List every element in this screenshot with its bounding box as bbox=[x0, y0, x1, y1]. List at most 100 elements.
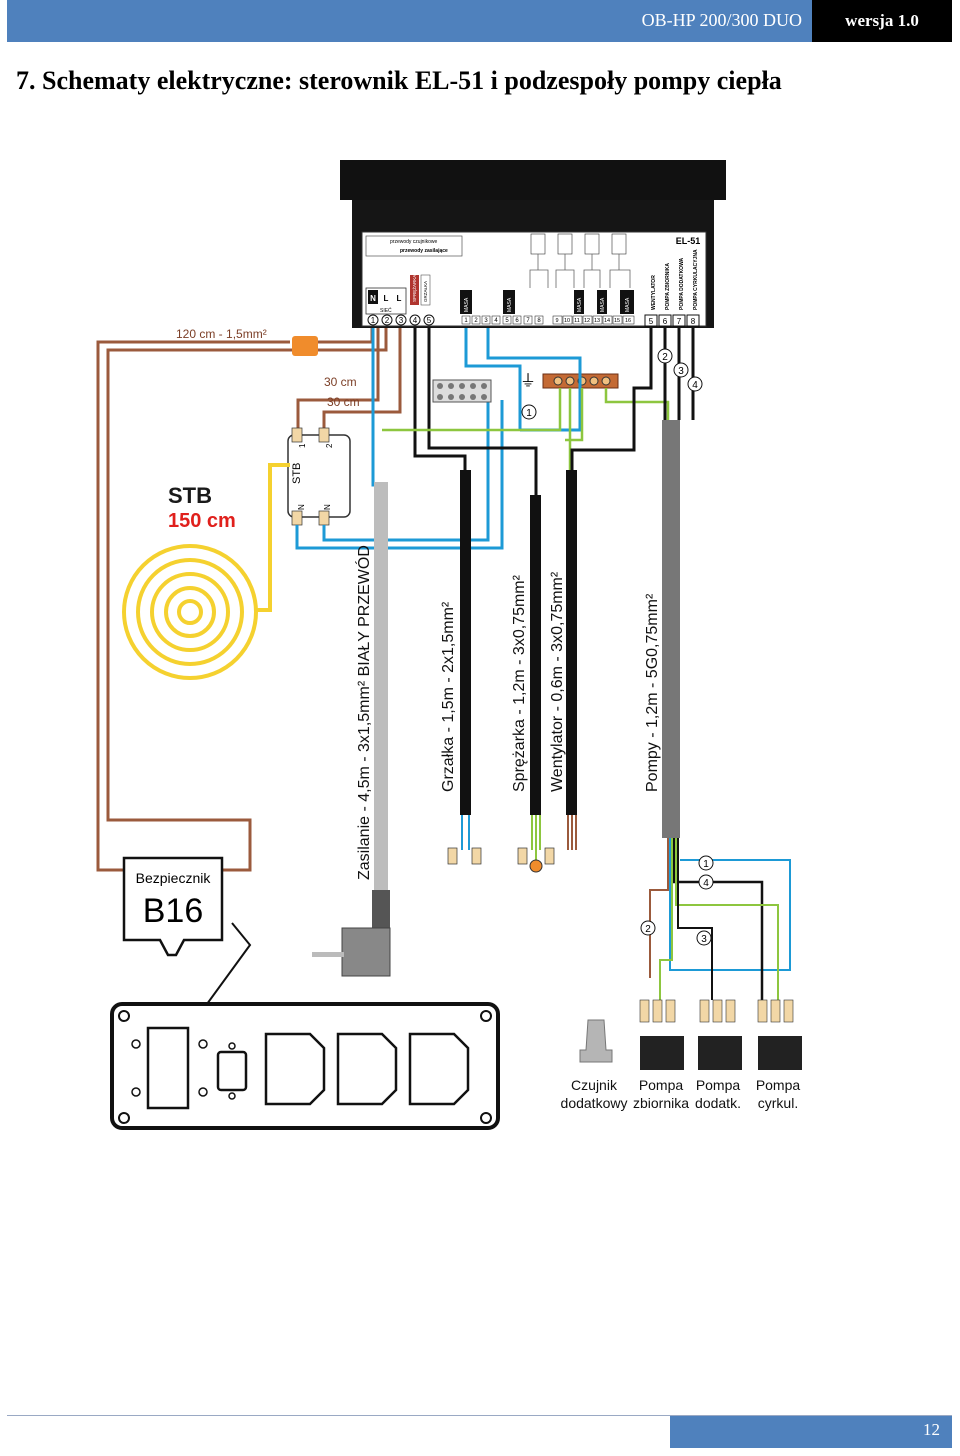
svg-text:6: 6 bbox=[515, 318, 519, 324]
pump-plug-cyrkul bbox=[758, 1036, 802, 1070]
terminals-sensor: 9 10 11 12 13 14 15 16 bbox=[552, 315, 635, 325]
bottom-labels: Czujnik dodatkowy Pompa zbiornika Pompa … bbox=[561, 1077, 801, 1111]
svg-text:1: 1 bbox=[703, 859, 709, 870]
mains-plug-neck bbox=[372, 890, 390, 930]
svg-text:10: 10 bbox=[564, 318, 570, 324]
footer-bar: 12 bbox=[670, 1416, 952, 1448]
svg-text:3: 3 bbox=[701, 934, 707, 945]
stb-sensor-spiral bbox=[122, 544, 258, 680]
cable-zasilanie bbox=[374, 482, 388, 892]
masa-label-2: MASA bbox=[507, 297, 513, 312]
svg-text:8: 8 bbox=[537, 318, 541, 324]
masa-label-1: MASA bbox=[464, 297, 470, 312]
svg-text:cyrkul.: cyrkul. bbox=[758, 1095, 798, 1111]
terminal-block bbox=[432, 379, 492, 403]
svg-text:Pompa: Pompa bbox=[696, 1077, 741, 1093]
mains-term-n: N bbox=[370, 294, 376, 303]
controller-model: EL-51 bbox=[676, 236, 701, 246]
mains-term-l1: L bbox=[384, 294, 389, 303]
svg-text:8: 8 bbox=[691, 317, 696, 326]
svg-text:N: N bbox=[323, 504, 332, 510]
pump-plug-dodatk bbox=[698, 1036, 742, 1070]
svg-text:4: 4 bbox=[703, 878, 709, 889]
svg-text:5: 5 bbox=[427, 316, 432, 325]
bottom-panel bbox=[110, 1002, 500, 1130]
cable-label-zasilanie: Zasilanie - 4,5m - 3x1,5mm² BIAŁY PRZEWÓ… bbox=[354, 545, 373, 880]
wire-30a-label: 30 cm bbox=[324, 375, 357, 389]
svg-text:3: 3 bbox=[399, 316, 404, 325]
svg-text:zbiornika: zbiornika bbox=[633, 1095, 689, 1111]
wire-120-label: 120 cm - 1,5mm² bbox=[176, 327, 267, 341]
label-pompa-zbiornika: POMPA ZBIORNIKA bbox=[665, 263, 671, 310]
pump-plug-zbiornika bbox=[640, 1036, 684, 1070]
masa-label-4: MASA bbox=[600, 297, 606, 312]
sprezarka-label: SPRĘŻARKA bbox=[411, 275, 417, 302]
masa-label-5: MASA bbox=[625, 297, 631, 312]
wiring-diagram: EL-51 przewody czujnikowe przewody zasil… bbox=[96, 160, 802, 1130]
svg-text:1: 1 bbox=[526, 408, 532, 419]
cable-label-sprezarka: Sprężarka - 1,2m - 3x0,75mm² bbox=[511, 574, 528, 792]
cable-pompy bbox=[662, 420, 680, 838]
terminals-left: 1 2 3 4 5 bbox=[367, 314, 435, 326]
wire-30b-label: 30 cm bbox=[327, 395, 360, 409]
legend-box bbox=[365, 235, 463, 257]
svg-text:13: 13 bbox=[594, 318, 600, 324]
legend-line1: przewody czujnikowe bbox=[390, 239, 437, 245]
stb-inner-label: STB bbox=[291, 463, 303, 484]
version-badge: wersja 1.0 bbox=[812, 0, 952, 42]
label-wentylator: WENTYLATOR bbox=[651, 275, 657, 310]
svg-text:7: 7 bbox=[526, 318, 530, 324]
svg-text:3: 3 bbox=[678, 366, 684, 377]
panel-fuse-slot bbox=[146, 1026, 190, 1110]
siec-block bbox=[365, 287, 407, 315]
svg-text:15: 15 bbox=[614, 318, 620, 324]
cable-label-pompy: Pompy - 1,2m - 5G0,75mm² bbox=[644, 593, 661, 792]
sensor-probe-icon bbox=[579, 1019, 613, 1063]
svg-text:Pompa: Pompa bbox=[756, 1077, 801, 1093]
svg-text:4: 4 bbox=[413, 316, 418, 325]
svg-text:4: 4 bbox=[692, 380, 698, 391]
svg-text:2: 2 bbox=[385, 316, 390, 325]
panel-socket-3 bbox=[408, 1032, 470, 1106]
svg-text:16: 16 bbox=[625, 318, 631, 324]
controller-top-cap bbox=[340, 160, 726, 200]
terminals-right: 5 6 7 8 bbox=[644, 314, 700, 327]
fuse-label: Bezpiecznik bbox=[136, 870, 212, 886]
svg-text:2: 2 bbox=[325, 443, 334, 448]
svg-text:2: 2 bbox=[662, 352, 668, 363]
cable-label-grzalka: Grzałka - 1,5m - 2x1,5mm² bbox=[440, 601, 457, 792]
svg-text:dodatk.: dodatk. bbox=[695, 1095, 741, 1111]
stb-length: 150 cm bbox=[168, 510, 236, 532]
svg-text:Czujnik: Czujnik bbox=[571, 1077, 618, 1093]
section-title: 7. Schematy elektryczne: sterownik EL-51… bbox=[16, 66, 782, 95]
cable-sprezarka bbox=[530, 495, 541, 815]
svg-text:4: 4 bbox=[494, 318, 498, 324]
siec-label: SIEĆ bbox=[380, 307, 392, 314]
cable-grzalka bbox=[460, 470, 471, 815]
svg-text:Pompa: Pompa bbox=[639, 1077, 684, 1093]
ground-symbol: ⏚ bbox=[520, 372, 536, 390]
connector-orange bbox=[292, 336, 318, 356]
callouts: 1 2 3 4 bbox=[521, 348, 703, 420]
fuse-box bbox=[122, 856, 224, 957]
pump-connectors bbox=[639, 999, 802, 1070]
svg-text:5: 5 bbox=[505, 318, 509, 324]
stb-title: STB bbox=[168, 483, 212, 508]
panel-socket-1 bbox=[264, 1032, 326, 1106]
svg-text:11: 11 bbox=[574, 318, 580, 324]
label-pompa-cyrkulacyjna: POMPA CYRKULACYJNA bbox=[693, 249, 699, 310]
svg-text:2: 2 bbox=[645, 924, 651, 935]
svg-text:9: 9 bbox=[555, 318, 558, 324]
svg-text:1: 1 bbox=[371, 316, 376, 325]
svg-text:3: 3 bbox=[484, 318, 488, 324]
label-pompa-dodatkowa: POMPA DODATKOWA bbox=[679, 257, 685, 310]
svg-text:5: 5 bbox=[649, 317, 654, 326]
document-code: OB-HP 200/300 DUO bbox=[641, 10, 802, 30]
mains-plug bbox=[341, 927, 391, 977]
fuse-value: B16 bbox=[143, 892, 204, 930]
svg-text:6: 6 bbox=[663, 317, 668, 326]
header-bar: OB-HP 200/300 DUO wersja 1.0 bbox=[7, 0, 952, 42]
svg-text:1: 1 bbox=[298, 443, 307, 448]
svg-text:2: 2 bbox=[474, 318, 478, 324]
terminals-mid: 1 2 3 4 5 6 7 8 bbox=[461, 315, 544, 325]
